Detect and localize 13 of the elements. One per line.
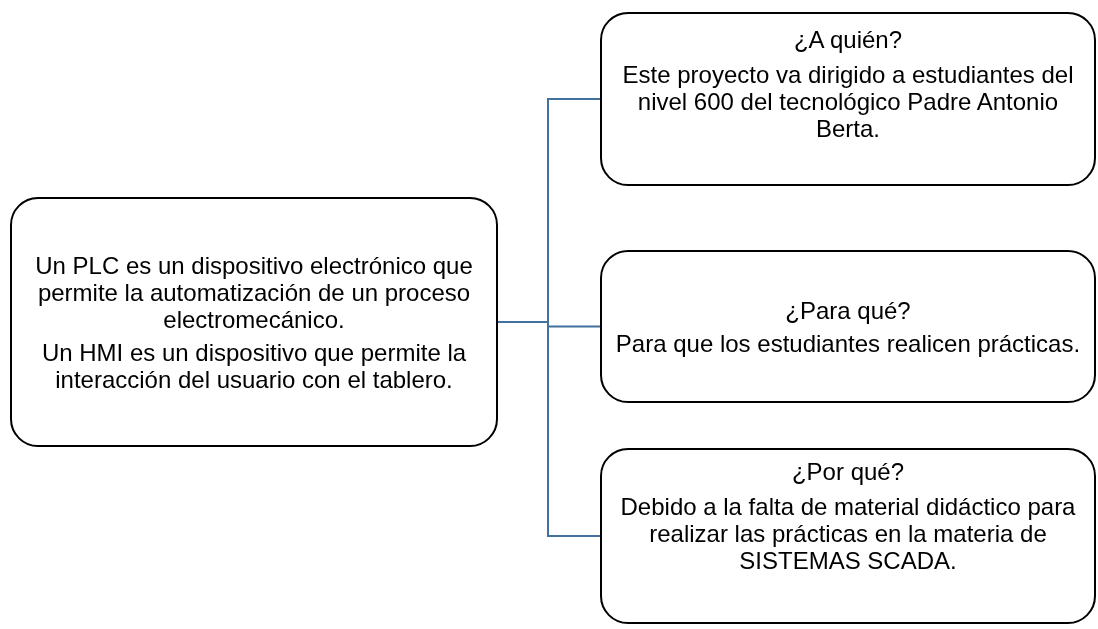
question-heading: ¿A quién? xyxy=(793,26,903,53)
rounded-box xyxy=(600,250,1096,403)
paragraph: Este proyecto va dirigido a estudiantes del nivel 600 del tecnológico Padre Antonio Berta. xyxy=(621,61,1075,142)
paragraph: Para que los estudiantes realicen prácticas. xyxy=(615,329,1081,357)
paragraph: Debido a la falta de material didáctico para realizar las prácticas en la materia de SISTEMAS SCADA. xyxy=(619,493,1077,574)
rounded-box xyxy=(600,12,1096,186)
connector-line xyxy=(497,321,601,537)
rounded-box xyxy=(600,448,1096,624)
question-heading: ¿Por qué? xyxy=(791,458,905,485)
paragraph: Un PLC es un dispositivo electrónico que permite la automatización de un proceso electromecánico. xyxy=(34,251,474,333)
paragraph: Un HMI es un dispositivo que permite la interacción del usuario con el tablero. xyxy=(40,338,468,393)
rounded-box xyxy=(10,197,498,447)
question-heading: ¿Para qué? xyxy=(785,296,911,324)
